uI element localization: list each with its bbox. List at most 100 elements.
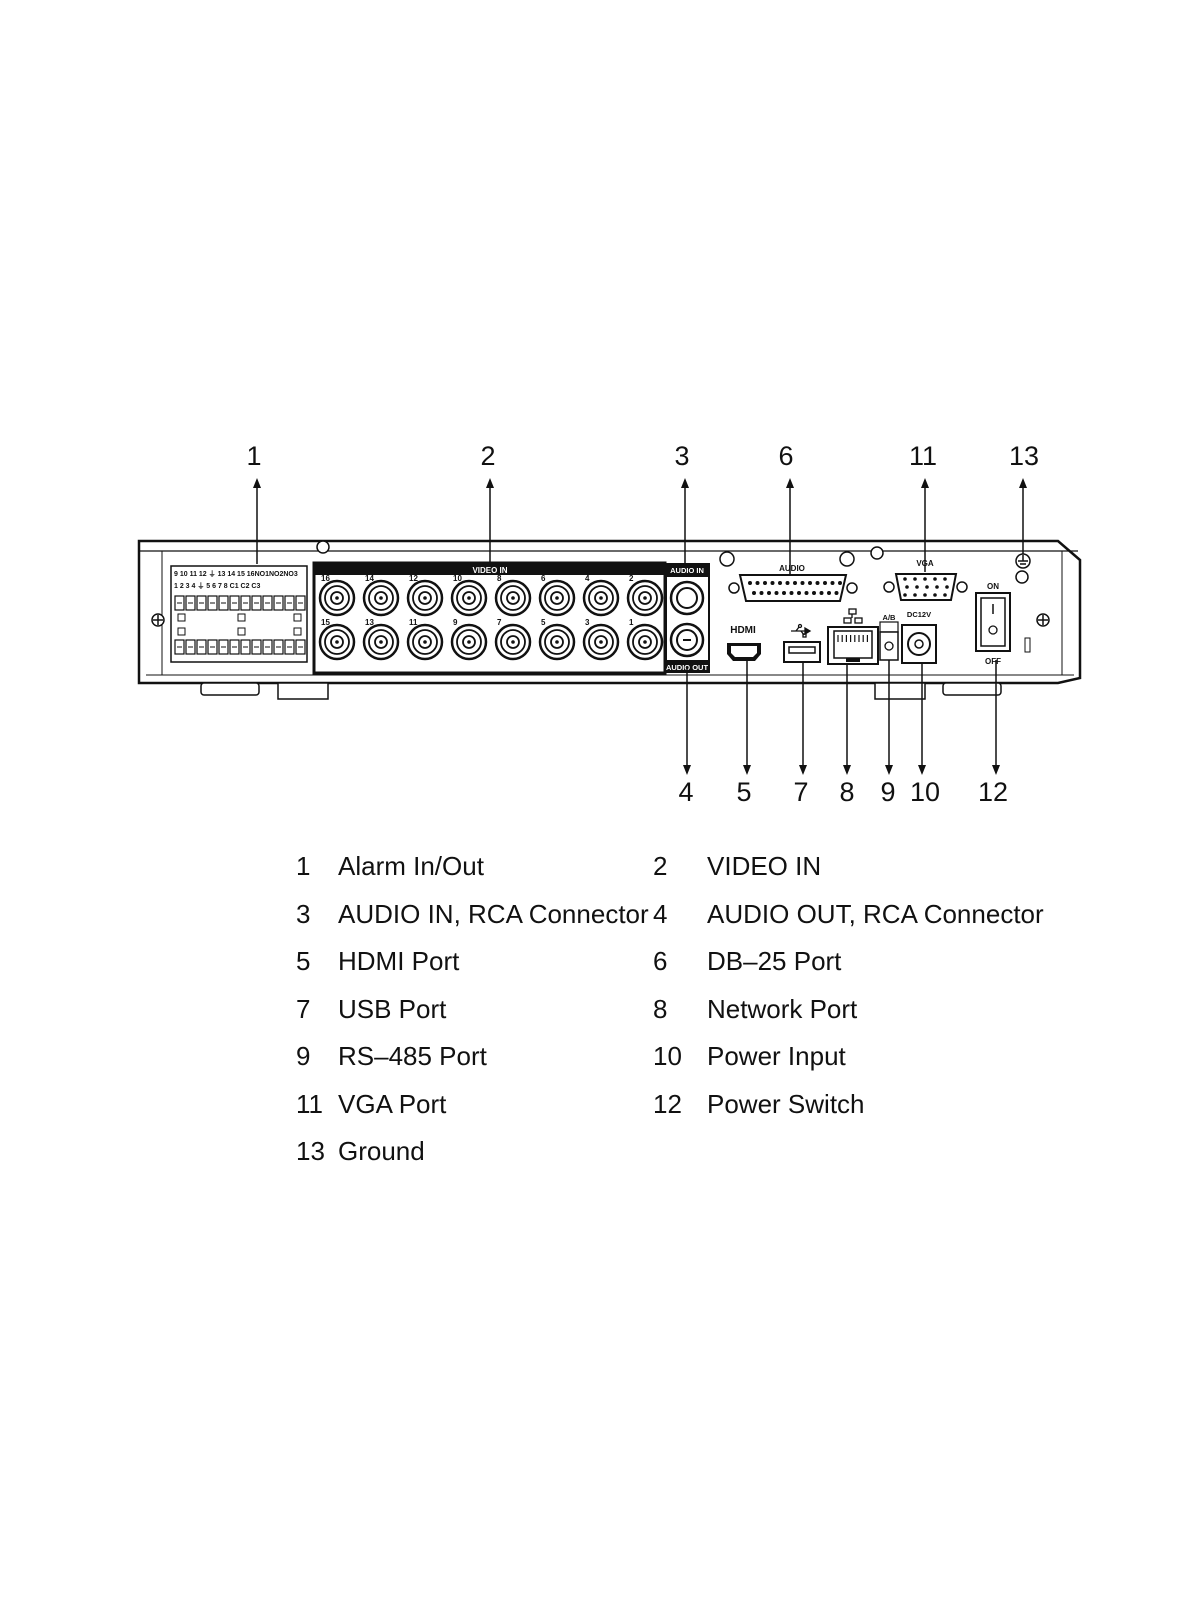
rs485-port: A/B xyxy=(879,613,899,661)
legend-label: VIDEO IN xyxy=(707,851,822,881)
callout-6: 6 xyxy=(778,441,793,471)
bnc-number: 7 xyxy=(497,618,502,627)
screws xyxy=(151,540,1050,627)
hdmi-port: HDMI xyxy=(727,625,761,661)
power-input-port: DC12V xyxy=(901,610,937,664)
legend-number: 11 xyxy=(296,1088,323,1119)
callout-7: 7 xyxy=(793,777,808,807)
bnc-number: 13 xyxy=(365,618,374,627)
bnc-connector: 2 xyxy=(626,574,664,617)
legend-label: VGA Port xyxy=(338,1088,447,1119)
bnc-number: 8 xyxy=(497,574,502,583)
legend-number: 2 xyxy=(653,851,668,881)
alarm-led xyxy=(177,613,186,622)
callout-11: 11 xyxy=(909,441,937,471)
legend-label: Power Switch xyxy=(707,1088,865,1119)
audio-in-label: AUDIO IN xyxy=(670,566,704,575)
alarm-led xyxy=(177,627,186,636)
bnc-connector: 13 xyxy=(362,618,400,661)
legend-number: 7 xyxy=(296,993,311,1024)
bnc-number: 9 xyxy=(453,618,458,627)
switch-off-label: OFF xyxy=(985,657,1001,666)
alarm-terminals xyxy=(174,595,306,655)
bnc-number: 1 xyxy=(629,618,634,627)
switch-on-label: ON xyxy=(987,582,999,591)
alarm-bottom-labels: 1 2 3 4 ⏚ 5 6 7 8 C1 C2 C3 xyxy=(174,582,260,590)
legend-label: AUDIO OUT, RCA Connector xyxy=(707,898,1044,929)
callout-12: 12 xyxy=(978,777,1008,807)
bnc-connector: 15 xyxy=(318,618,356,661)
bnc-number: 6 xyxy=(541,574,546,583)
bnc-connector: 6 xyxy=(538,574,576,617)
dc12v-label: DC12V xyxy=(907,610,931,619)
legend-label: DB–25 Port xyxy=(707,946,842,976)
bnc-connector: 11 xyxy=(406,618,444,661)
legend-label: Ground xyxy=(338,1136,425,1166)
alarm-led xyxy=(237,627,246,636)
legend-number: 3 xyxy=(296,898,311,929)
callout-4: 4 xyxy=(678,777,693,807)
ground-symbol-icon xyxy=(1015,553,1031,569)
usb-icon xyxy=(791,623,812,638)
bnc-number: 14 xyxy=(365,574,374,583)
alarm-led xyxy=(293,627,302,636)
legend-number: 1 xyxy=(296,851,311,881)
legend-number: 5 xyxy=(296,946,311,976)
callout-5: 5 xyxy=(736,777,751,807)
bnc-number: 16 xyxy=(321,574,330,583)
legend-number: 13 xyxy=(296,1136,325,1166)
callout-3: 3 xyxy=(674,441,689,471)
bnc-connector: 14 xyxy=(362,574,400,617)
bnc-connector: 4 xyxy=(582,574,620,617)
legend-label: Alarm In/Out xyxy=(338,851,484,881)
bnc-connector: 9 xyxy=(450,618,488,661)
bnc-connector: 12 xyxy=(406,574,444,617)
bnc-connectors: 16 15 14 13 12 11 109 8 7 6 5 4 3 2 1 xyxy=(318,574,664,661)
legend-label: USB Port xyxy=(338,993,447,1024)
alarm-terminal-block: 9 10 11 12 ⏚ 13 14 15 16NO1NO2NO3 1 2 3 … xyxy=(170,565,308,663)
legend-number: 4 xyxy=(653,898,668,929)
db25-label: AUDIO xyxy=(779,564,805,573)
network-icon xyxy=(843,608,863,624)
audio-out-label: AUDIO OUT xyxy=(666,663,709,672)
legend-number: 8 xyxy=(653,993,668,1024)
alarm-led xyxy=(293,613,302,622)
bnc-connector: 7 xyxy=(494,618,532,661)
callout-2: 2 xyxy=(480,441,495,471)
video-in-panel: VIDEO IN 16 15 14 13 12 11 109 8 7 6 5 4 3 2 1 xyxy=(312,561,667,675)
callout-8: 8 xyxy=(839,777,854,807)
network-port xyxy=(827,608,879,665)
audio-rca-panel: AUDIO IN AUDIO OUT xyxy=(665,563,710,673)
bnc-number: 15 xyxy=(321,618,330,627)
usb-port xyxy=(783,623,821,663)
legend-number: 12 xyxy=(653,1088,682,1119)
bnc-connector: 10 xyxy=(450,574,488,617)
legend-label: RS–485 Port xyxy=(338,1041,487,1071)
hdmi-label: HDMI xyxy=(730,625,756,636)
callout-numbers: 1 2 3 6 11 13 4 5 7 8 9 10 12 xyxy=(246,441,1039,807)
legend-label: HDMI Port xyxy=(338,946,460,976)
rs485-label: A/B xyxy=(883,613,897,622)
bnc-number: 5 xyxy=(541,618,546,627)
alarm-led xyxy=(237,613,246,622)
vga-port: VGA xyxy=(883,559,968,601)
legend-label: Network Port xyxy=(707,993,858,1024)
rear-panel-diagram: 9 10 11 12 ⏚ 13 14 15 16NO1NO2NO3 1 2 3 … xyxy=(137,441,1082,807)
legend-label: Power Input xyxy=(707,1041,846,1071)
bnc-number: 12 xyxy=(409,574,418,583)
legend-number: 10 xyxy=(653,1041,682,1071)
legend-label: AUDIO IN, RCA Connector xyxy=(338,898,649,929)
db25-port: AUDIO xyxy=(728,564,858,602)
callout-9: 9 xyxy=(880,777,895,807)
video-in-label: VIDEO IN xyxy=(472,566,507,575)
callout-10: 10 xyxy=(910,777,940,807)
bnc-number: 11 xyxy=(409,618,418,627)
bnc-number: 4 xyxy=(585,574,590,583)
alarm-top-labels: 9 10 11 12 ⏚ 13 14 15 16NO1NO2NO3 xyxy=(174,570,298,578)
bnc-connector: 5 xyxy=(538,618,576,661)
bnc-number: 3 xyxy=(585,618,590,627)
bnc-connector: 3 xyxy=(582,618,620,661)
bnc-connector: 16 xyxy=(318,574,356,617)
bnc-number: 2 xyxy=(629,574,634,583)
legend-number: 6 xyxy=(653,946,668,976)
